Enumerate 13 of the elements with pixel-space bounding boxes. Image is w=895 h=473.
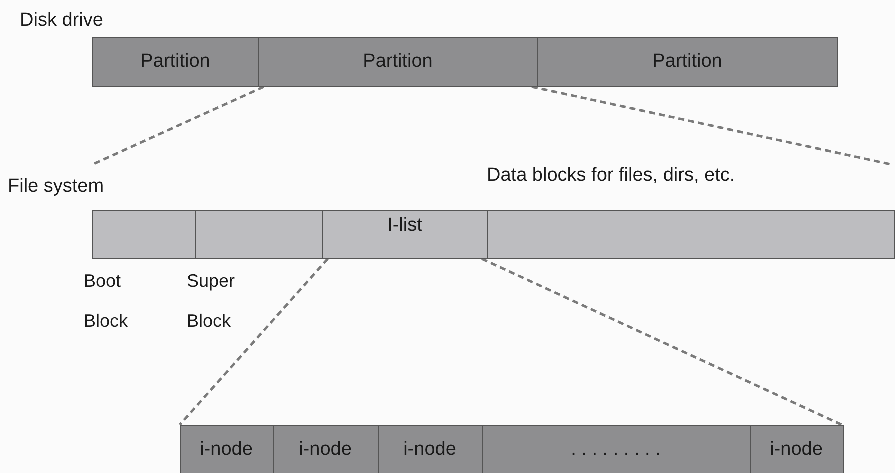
section-heading: File system <box>8 176 104 198</box>
partition-segment: Partition <box>92 37 259 87</box>
block-label: Data blocks for files, dirs, etc. <box>487 165 736 187</box>
block-segment: I-list <box>322 210 488 259</box>
partition-segment: Partition <box>537 37 838 87</box>
block-label: Super Block <box>187 270 236 333</box>
dashed-connector <box>179 258 329 426</box>
section-heading: Disk drive <box>20 10 104 32</box>
dashed-connector <box>91 86 265 166</box>
i-node-table <box>180 425 844 473</box>
dashed-connector <box>481 258 843 426</box>
block-label: Boot Block <box>84 270 130 333</box>
partition-segment: Partition <box>258 37 538 87</box>
